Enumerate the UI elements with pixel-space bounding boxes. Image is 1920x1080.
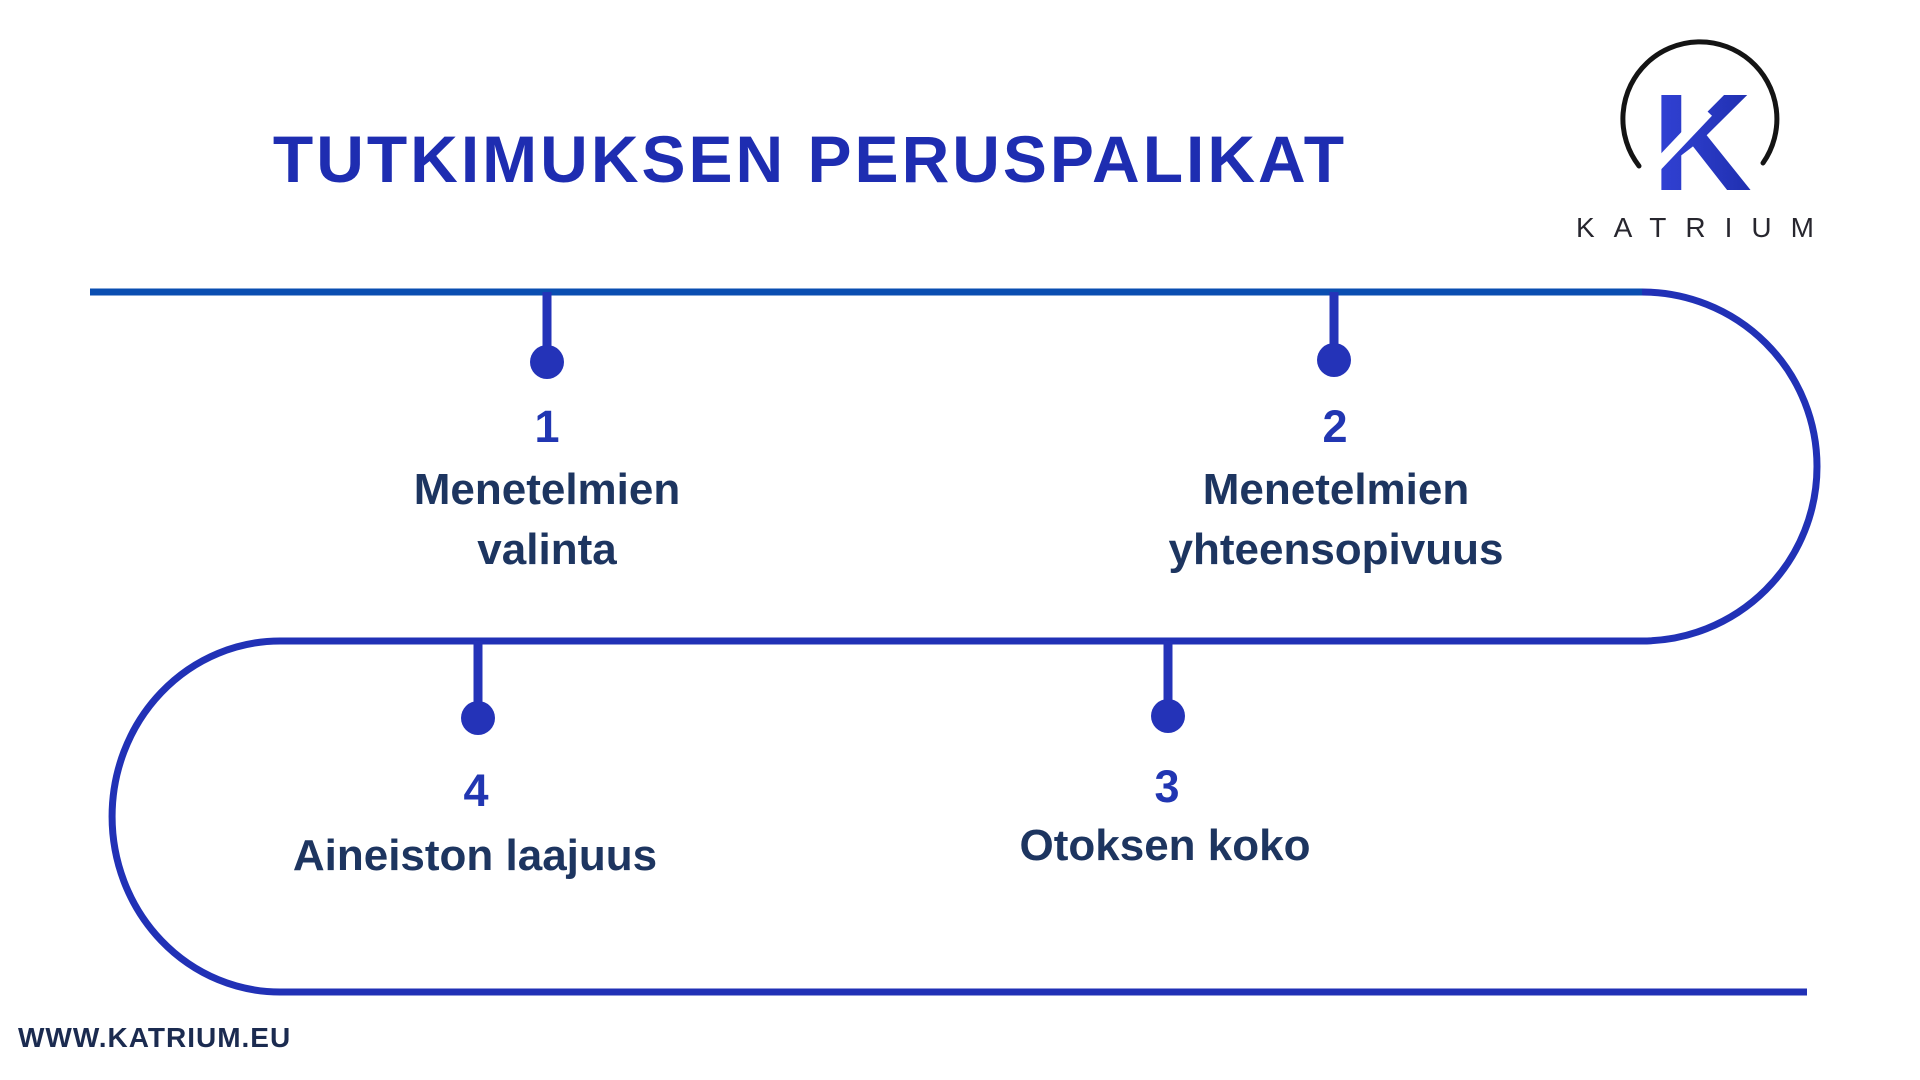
node-1-number: 1 [534,401,560,452]
node-1-label: Menetelmien valinta [227,460,867,580]
node-3-label: Otoksen koko [1019,821,1311,870]
flow-left-arc [108,637,281,996]
node-3-dot-icon [1151,699,1185,733]
logo-k-monogram: K [1652,66,1752,220]
node-1-label-line2: valinta [477,525,617,574]
page-title: TUTKIMUKSEN PERUSPALIKAT [272,122,1348,196]
node-4-dot-icon [461,701,495,735]
node-2-number: 2 [1322,401,1348,452]
node-2-label-line2: yhteensopivuus [1168,525,1504,574]
node-3-number: 3 [1154,761,1180,812]
node-4-label: Aineiston laajuus [292,831,658,880]
node-1-label-line1: Menetelmien [413,465,681,514]
node-2-label: Menetelmien yhteensopivuus [1016,460,1656,580]
node-1-dot-icon [530,345,564,379]
katrium-logo: K KATRIUM [1576,39,1833,243]
footer-url: WWW.KATRIUM.EU [18,1022,292,1053]
node-4-number: 4 [463,765,489,816]
logo-k-slash-icon [1649,108,1712,174]
logo-circle-arc [1620,39,1780,169]
node-2-label-line1: Menetelmien [1202,465,1470,514]
logo-wordmark: KATRIUM [1576,212,1833,243]
node-2-dot-icon [1317,343,1351,377]
flow-right-arc [1641,288,1821,645]
